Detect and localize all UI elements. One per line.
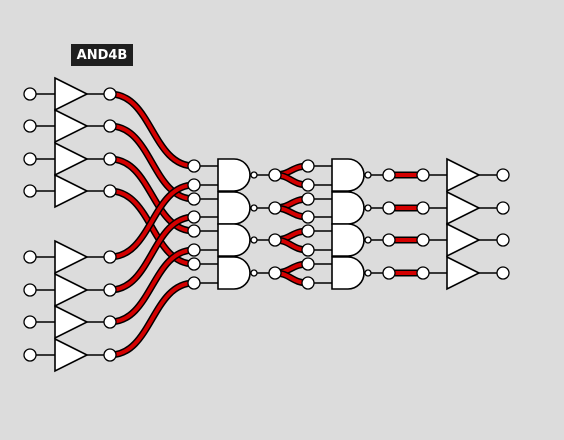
wire-a-0 (108, 92, 196, 168)
and-gate-stage2-3 (331, 256, 365, 290)
input-buffer-0-3 (54, 173, 89, 209)
gate1-bubble-3 (250, 269, 258, 277)
input-buffer-0-1 (54, 108, 89, 144)
wire-b-3 (108, 281, 196, 357)
buffer-out-port-0-2 (103, 152, 117, 166)
gate1-in-port-0-0 (187, 159, 201, 173)
and-gate-stage1-3 (217, 256, 251, 290)
gate1-bubble-1 (250, 204, 258, 212)
stub-wires (30, 93, 503, 356)
and-gate-stage2-0 (331, 158, 365, 192)
output-buffer-0 (446, 157, 481, 193)
fan-port-3 (268, 266, 282, 280)
outbuf-in-port-2 (416, 233, 430, 247)
gate2-bubble-1 (364, 204, 372, 212)
and-gate-stage1-2 (217, 223, 251, 257)
buffer-out-port-1-0 (103, 250, 117, 264)
gate2-bubble-2 (364, 236, 372, 244)
gate2-in-port-3-1 (301, 276, 315, 290)
gate2-in-port-0-1 (301, 178, 315, 192)
wire-b-0 (108, 183, 196, 259)
input-port-0-2 (23, 152, 37, 166)
connection-ports (23, 87, 510, 362)
input-port-0-0 (23, 87, 37, 101)
and-gate-stage1-1 (217, 191, 251, 225)
outbuf-in-port-0 (416, 168, 430, 182)
gate2-bubble-3 (364, 269, 372, 277)
gate1-in-port-3-1 (187, 276, 201, 290)
gate2-in-port-1-1 (301, 210, 315, 224)
buffer-out-port-1-1 (103, 283, 117, 297)
buffer-out-port-0-0 (103, 87, 117, 101)
input-port-1-1 (23, 283, 37, 297)
gate1-in-port-2-1 (187, 243, 201, 257)
input-buffer-0-0 (54, 76, 89, 112)
gate1-in-port-1-1 (187, 210, 201, 224)
gate2-in-port-2-0 (301, 224, 315, 238)
input-buffer-0-2 (54, 141, 89, 177)
gate1-in-port-0-1 (187, 178, 201, 192)
output-buffer-1 (446, 190, 481, 226)
output-port-1 (496, 201, 510, 215)
gate2-in-port-2-1 (301, 243, 315, 257)
gate2-in-port-0-0 (301, 159, 315, 173)
gate2-out-port-2 (382, 233, 396, 247)
gate1-in-port-2-0 (187, 224, 201, 238)
gate2-out-port-3 (382, 266, 396, 280)
buffer-out-port-1-3 (103, 348, 117, 362)
input-port-1-0 (23, 250, 37, 264)
gate2-in-port-3-0 (301, 257, 315, 271)
logic-components (54, 76, 481, 373)
gate2-out-port-0 (382, 168, 396, 182)
wire-a-1 (108, 124, 196, 201)
input-buffer-1-3 (54, 337, 89, 373)
buffer-out-port-1-2 (103, 315, 117, 329)
gate1-in-port-1-0 (187, 192, 201, 206)
input-port-0-3 (23, 184, 37, 198)
gate2-out-port-1 (382, 201, 396, 215)
input-port-1-2 (23, 315, 37, 329)
input-buffer-1-0 (54, 239, 89, 275)
gate1-bubble-0 (250, 171, 258, 179)
input-buffer-1-2 (54, 304, 89, 340)
buffer-out-port-0-3 (103, 184, 117, 198)
fan-port-1 (268, 201, 282, 215)
and-gate-stage2-2 (331, 223, 365, 257)
input-port-1-3 (23, 348, 37, 362)
and-gate-stage1-0 (217, 158, 251, 192)
and-gate-stage2-1 (331, 191, 365, 225)
output-buffer-2 (446, 222, 481, 258)
wire-b-2 (108, 248, 196, 324)
input-port-0-1 (23, 119, 37, 133)
wire-a-2 (108, 157, 196, 233)
input-buffer-1-1 (54, 272, 89, 308)
output-port-3 (496, 266, 510, 280)
fan-port-2 (268, 233, 282, 247)
gate1-bubble-2 (250, 236, 258, 244)
fan-port-0 (268, 168, 282, 182)
component-label-badge: AND4B (71, 44, 133, 66)
buffer-out-port-0-1 (103, 119, 117, 133)
outbuf-in-port-3 (416, 266, 430, 280)
active-wires (106, 90, 427, 359)
gate2-bubble-0 (364, 171, 372, 179)
output-buffer-3 (446, 255, 481, 291)
gate1-in-port-3-0 (187, 257, 201, 271)
gate2-in-port-1-0 (301, 192, 315, 206)
output-port-0 (496, 168, 510, 182)
output-port-2 (496, 233, 510, 247)
wire-b-1 (108, 215, 196, 292)
outbuf-in-port-1 (416, 201, 430, 215)
